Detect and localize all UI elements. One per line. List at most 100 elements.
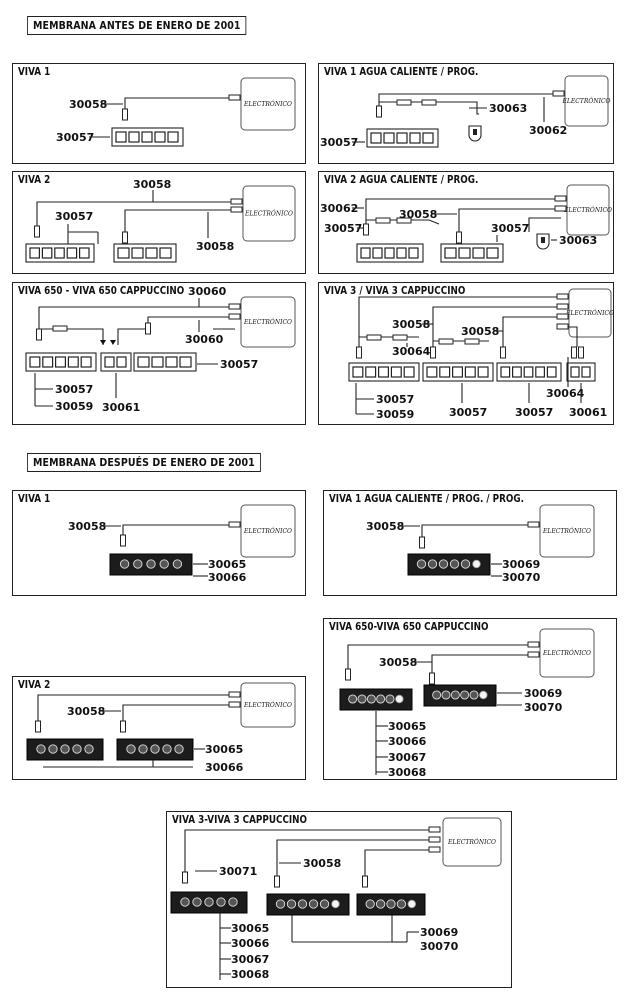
electronic-box <box>240 296 296 348</box>
part-number-label: 30066 <box>388 735 427 748</box>
part-number-label: 30063 <box>559 234 597 247</box>
connector <box>228 701 241 708</box>
membrane-key <box>546 366 557 378</box>
connector <box>274 875 280 888</box>
membrane-button <box>180 897 190 907</box>
membrane-key <box>159 247 172 259</box>
electronic-label: ELECTRÓNICO <box>243 318 292 326</box>
part-number-label: 30059 <box>376 408 414 421</box>
panel-title: VIVA 1 AGUA CALIENTE / PROG. <box>324 65 479 78</box>
part-number-label: 30069 <box>420 926 458 939</box>
membrane-key <box>165 356 178 368</box>
membrane-button <box>133 559 143 569</box>
membrane-key <box>377 366 389 378</box>
membrane-new <box>339 688 413 711</box>
connector <box>363 223 369 236</box>
panel-viva1ac-old: VIVA 1 AGUA CALIENTE / PROG. ELECTRÓNICO… <box>318 63 614 164</box>
part-number-label: 30057 <box>491 222 529 235</box>
membrane-button <box>441 690 451 700</box>
membrane-key <box>444 247 457 259</box>
part-number-label: 30058 <box>379 656 417 669</box>
connector <box>428 836 441 843</box>
membrane-key <box>80 356 92 368</box>
connector <box>396 99 412 106</box>
part-number-label: 30058 <box>69 98 107 111</box>
connector <box>120 720 126 733</box>
part-number-label: 30065 <box>231 922 269 935</box>
part-number-label: 30060 <box>188 285 227 298</box>
membrane-button <box>84 744 94 754</box>
connector <box>36 328 42 341</box>
panel-title: VIVA 650 - VIVA 650 CAPPUCCINO <box>18 284 185 297</box>
membrane-key <box>145 247 158 259</box>
membrane-button <box>192 897 202 907</box>
membrane-button-white <box>479 690 488 700</box>
part-number-label: 30069 <box>502 558 540 571</box>
membrane-key <box>66 247 78 259</box>
connector <box>556 313 569 320</box>
connector <box>438 338 454 345</box>
membrane-new <box>407 553 491 576</box>
electronic-label: ELECTRÓNICO <box>243 527 292 535</box>
electronic-label: ELECTRÓNICO <box>243 100 292 108</box>
connector <box>556 293 569 300</box>
membrane-key <box>154 131 166 143</box>
membrane-button <box>48 744 58 754</box>
connector <box>392 334 408 341</box>
membrane-key <box>128 131 140 143</box>
membrane-key <box>131 247 144 259</box>
wire <box>276 839 437 876</box>
wire <box>39 328 104 345</box>
connector <box>230 206 243 213</box>
connector <box>456 231 462 244</box>
part-number-label: 30057 <box>56 131 94 144</box>
membrane-button <box>275 899 286 909</box>
membrane-key <box>360 247 371 259</box>
connector <box>428 826 441 833</box>
membrane-button-white <box>331 899 340 909</box>
membrane-button <box>72 744 82 754</box>
membrane-button <box>427 559 438 569</box>
cup-icon-mark <box>473 129 477 135</box>
wire <box>347 644 534 669</box>
membrane-button <box>460 559 471 569</box>
panel-viva650-old: VIVA 650 - VIVA 650 CAPPUCCINO ELECTRÓNI… <box>12 282 306 425</box>
connector <box>35 720 41 733</box>
membrane-key <box>383 132 395 144</box>
part-number-label: 30057 <box>55 210 93 223</box>
wire <box>147 316 235 329</box>
wire <box>358 296 563 347</box>
part-number-label: 30058 <box>461 325 499 338</box>
part-number-label: 30058 <box>366 520 404 533</box>
wire <box>431 654 534 673</box>
membrane-key <box>54 247 65 259</box>
membrane-key <box>42 356 54 368</box>
membrane-new <box>266 893 350 916</box>
electronic-label: ELECTRÓNICO <box>542 649 591 657</box>
part-number-label: 30067 <box>231 953 269 966</box>
connector <box>464 338 480 345</box>
membrane-key <box>426 366 438 378</box>
membrane-key <box>370 132 382 144</box>
part-number-label: 30066 <box>208 571 247 584</box>
connector <box>362 875 368 888</box>
membrane-button <box>138 744 148 754</box>
part-number-label: 30064 <box>546 387 585 400</box>
connector <box>356 346 362 359</box>
connector <box>527 521 540 528</box>
panel-diagram: ELECTRÓNICO30071300583006530066300673006… <box>170 817 502 981</box>
membrane-key <box>104 356 115 368</box>
membrane-button <box>450 690 460 700</box>
membrane-button <box>60 744 70 754</box>
membrane-key <box>439 366 451 378</box>
membrane-button <box>469 690 479 700</box>
membrane-button <box>126 744 136 754</box>
membrane-key <box>464 366 476 378</box>
part-number-label: 30071 <box>219 865 257 878</box>
membrane-new <box>423 684 497 707</box>
electronic-label: ELECTRÓNICO <box>565 309 614 317</box>
